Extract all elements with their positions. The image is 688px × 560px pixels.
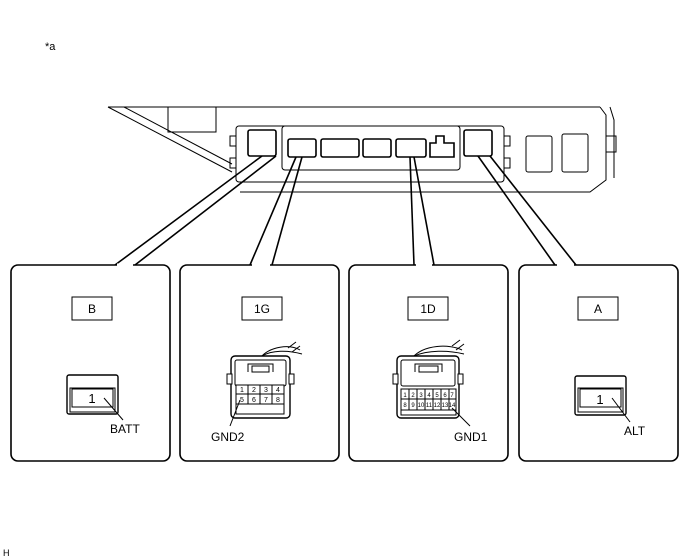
pin-1d-8: 8 <box>403 403 407 409</box>
terminal-a <box>574 375 627 416</box>
pin-1d-4: 4 <box>427 393 431 399</box>
terminal-label-gnd2: GND2 <box>211 430 245 444</box>
socket-b <box>247 129 277 157</box>
pin-1g-3: 3 <box>264 387 268 394</box>
pin-1d-11: 11 <box>426 403 433 409</box>
pin-1g-2: 2 <box>252 387 256 394</box>
socket-1g <box>287 138 317 158</box>
footer-code: H <box>3 548 10 558</box>
terminal-label-alt: ALT <box>624 424 646 438</box>
pin-1d-14: 14 <box>449 403 456 409</box>
pin-1d-13: 13 <box>442 403 449 409</box>
terminal-label-gnd1: GND1 <box>454 430 488 444</box>
code-box-1g <box>241 296 283 321</box>
pin-1d-5: 5 <box>435 393 439 399</box>
pin-1d-1: 1 <box>403 393 407 399</box>
pin-1g-8: 8 <box>276 397 280 404</box>
leader-lines <box>114 155 577 266</box>
code-label-a: A <box>594 302 602 316</box>
pin-label-b: 1 <box>88 391 95 406</box>
code-label-b: B <box>88 302 96 316</box>
pin-1d-7: 7 <box>450 393 454 399</box>
connector-1g <box>226 341 303 419</box>
pin-label-a: 1 <box>596 392 603 407</box>
panel-a <box>518 264 679 462</box>
pin-1g-7: 7 <box>264 397 268 404</box>
terminal-b <box>66 374 119 415</box>
housing-assembly <box>107 106 617 193</box>
pin-1d-3: 3 <box>419 393 423 399</box>
code-box-1d <box>407 296 449 321</box>
pin-1g-1: 1 <box>240 387 244 394</box>
pin-1d-10: 10 <box>418 403 425 409</box>
code-label-1d: 1D <box>420 302 436 316</box>
marker-label: *a <box>45 41 56 53</box>
code-box-b <box>71 296 113 321</box>
socket-1d <box>395 138 427 158</box>
socket-a <box>463 129 493 157</box>
pin-1d-9: 9 <box>411 403 415 409</box>
pin-1g-4: 4 <box>276 387 280 394</box>
code-box-a <box>577 296 619 321</box>
terminal-label-batt: BATT <box>110 422 140 436</box>
pin-1d-6: 6 <box>443 393 447 399</box>
connector-1d <box>392 339 465 419</box>
pin-1g-6: 6 <box>252 397 256 404</box>
code-label-1g: 1G <box>254 302 270 316</box>
socket-group <box>247 129 493 158</box>
pin-1g-5: 5 <box>240 397 244 404</box>
pin-1d-2: 2 <box>411 393 415 399</box>
panel-b <box>10 264 171 462</box>
pin-1d-12: 12 <box>434 403 441 409</box>
